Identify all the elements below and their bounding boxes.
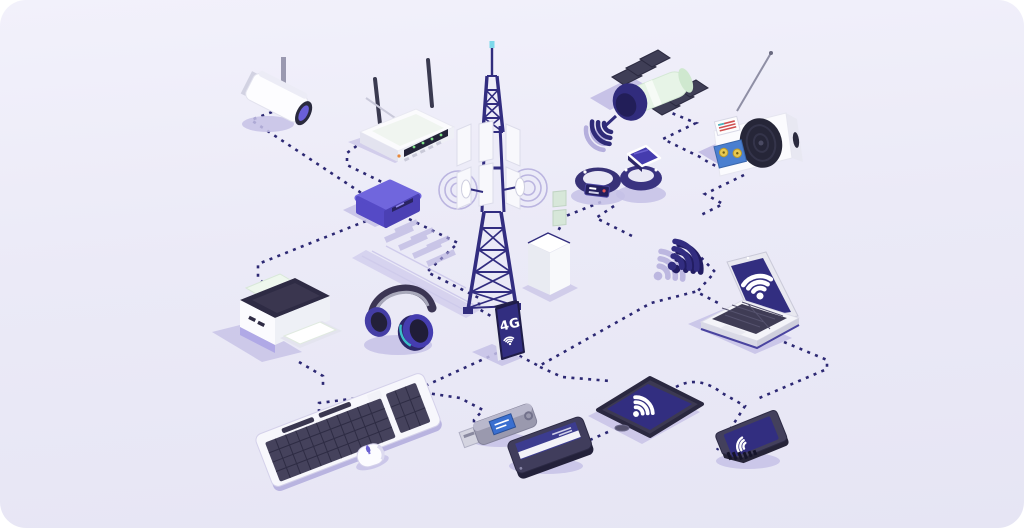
portable-radio <box>698 51 803 177</box>
satellite <box>582 49 709 153</box>
smartwatch <box>620 144 662 191</box>
router-front-panel <box>404 129 448 157</box>
mouse <box>356 443 389 471</box>
phone-screen <box>495 301 525 360</box>
sd-card <box>715 410 789 469</box>
connection-line <box>406 388 491 439</box>
printer-paper-out <box>282 321 338 345</box>
phone-4g-label: 4G <box>498 315 522 335</box>
tablet-home-button <box>614 424 630 432</box>
connection-line <box>756 340 829 401</box>
printer <box>212 273 342 362</box>
cell-tower <box>438 41 578 314</box>
connection-line <box>345 134 389 187</box>
panel-antennas <box>456 120 521 210</box>
fitness-band <box>575 167 621 198</box>
radio-control-panel <box>713 139 748 169</box>
connection-line <box>700 173 745 217</box>
connection-line <box>511 289 699 368</box>
router-antenna <box>373 77 382 126</box>
equipment-cabinet <box>522 189 578 302</box>
usb-flash-drive <box>458 403 538 449</box>
connection-line <box>248 110 373 202</box>
hub-slot <box>392 198 413 212</box>
router-led-lights <box>412 133 443 149</box>
router-antenna <box>426 58 434 108</box>
watch-face <box>626 144 662 168</box>
mouse-scroll-wheel <box>365 446 371 453</box>
tablet <box>588 376 704 444</box>
wifi-signal <box>644 237 707 293</box>
connection-line <box>539 365 611 383</box>
portable-drive <box>507 416 594 479</box>
radio-antenna <box>736 52 772 112</box>
connection-line <box>298 360 325 388</box>
usb-display <box>488 413 517 436</box>
tower-shadow <box>352 219 480 318</box>
microwave-dishes <box>461 177 525 199</box>
sd-pins <box>726 449 758 461</box>
tower-beacon <box>489 41 495 48</box>
ear-cup-left <box>364 307 392 337</box>
connection-line <box>593 204 637 240</box>
connection-line <box>555 200 602 234</box>
laptop <box>688 251 801 354</box>
wearables <box>571 144 666 205</box>
band-display <box>584 183 610 198</box>
keyboard <box>255 373 442 492</box>
headphones <box>364 284 437 355</box>
ear-cup-right <box>397 314 434 351</box>
connection-line <box>656 105 733 173</box>
connection-line <box>408 217 500 323</box>
network-hub <box>343 179 422 228</box>
smartphone: 4G <box>472 300 525 366</box>
tower-lower-lattice <box>466 211 518 311</box>
wifi-router <box>348 58 456 163</box>
security-camera <box>240 57 313 132</box>
radio-display <box>713 115 741 137</box>
